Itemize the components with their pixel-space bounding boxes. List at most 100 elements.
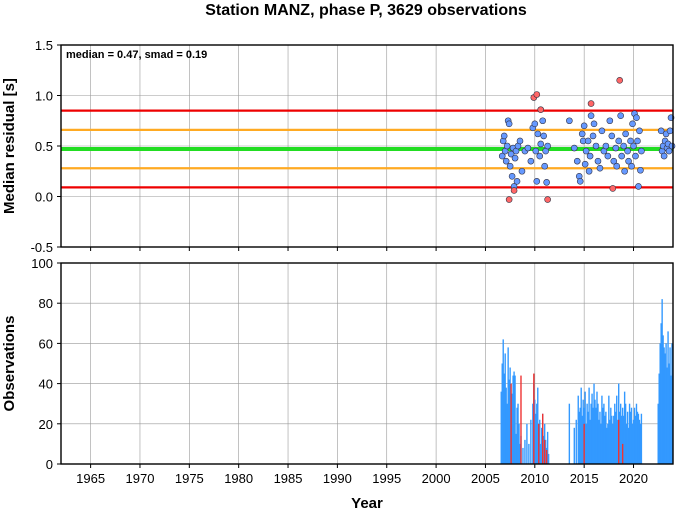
x-tick-label: 1970 <box>126 471 155 486</box>
data-point <box>622 130 629 138</box>
data-point <box>657 127 665 135</box>
data-point <box>573 157 581 165</box>
data-point <box>543 179 550 186</box>
data-point <box>500 132 508 140</box>
data-point <box>566 117 573 125</box>
y-tick-label: -0.5 <box>31 240 53 255</box>
data-point <box>586 152 594 160</box>
data-point <box>624 147 631 155</box>
y-axis-title: Median residual [s] <box>1 78 18 214</box>
data-point <box>537 106 545 113</box>
x-tick-label: 2005 <box>471 471 500 486</box>
data-point <box>533 178 541 185</box>
data-point <box>608 132 616 140</box>
data-point <box>570 144 578 152</box>
x-tick-label: 2000 <box>422 471 451 486</box>
data-point <box>609 185 617 192</box>
data-point <box>613 162 621 170</box>
data-point <box>617 112 624 119</box>
data-point <box>587 112 595 119</box>
data-point <box>625 157 632 165</box>
x-axis-title: Year <box>351 495 383 511</box>
y-tick-label: 0 <box>46 457 53 472</box>
stats-annotation: median = 0.47, smad = 0.19 <box>66 49 207 61</box>
x-tick-label: 2010 <box>520 471 549 486</box>
data-point <box>633 114 640 122</box>
y-tick-label: 40 <box>39 377 53 392</box>
data-point <box>503 142 511 150</box>
data-point <box>502 157 510 165</box>
data-point <box>581 160 589 168</box>
data-point <box>537 140 545 148</box>
data-point <box>627 137 634 145</box>
data-point <box>594 157 602 165</box>
data-point <box>539 117 547 125</box>
data-point <box>638 147 645 155</box>
data-point <box>615 137 623 145</box>
data-point <box>628 162 635 170</box>
data-point <box>533 91 541 98</box>
data-point <box>585 167 593 175</box>
data-point <box>532 147 540 155</box>
data-point <box>580 122 588 130</box>
data-point <box>596 164 604 172</box>
x-tick-label: 1965 <box>76 471 105 486</box>
data-point <box>505 120 513 128</box>
data-point <box>540 132 547 140</box>
data-point <box>616 77 623 84</box>
x-tick-label: 1995 <box>372 471 401 486</box>
data-point <box>541 162 548 170</box>
y-tick-label: 1.5 <box>35 38 53 53</box>
data-point <box>506 162 514 170</box>
y-tick-label: 20 <box>39 417 53 432</box>
data-point <box>634 137 641 145</box>
x-tick-label: 1985 <box>274 471 303 486</box>
y-tick-label: 0.5 <box>35 139 53 154</box>
data-point <box>635 183 642 190</box>
data-point <box>612 144 620 152</box>
data-point <box>578 130 586 138</box>
x-tick-label: 2015 <box>570 471 599 486</box>
data-point <box>602 142 610 150</box>
data-point <box>527 157 535 165</box>
data-point <box>660 152 668 160</box>
bottom-panel-frame <box>60 262 674 465</box>
y-axis-title: Observations <box>1 316 18 412</box>
x-tick-label: 1980 <box>224 471 253 486</box>
data-point <box>589 132 597 140</box>
data-point <box>513 178 521 185</box>
y-tick-label: 0.0 <box>35 190 53 205</box>
data-point <box>598 127 606 135</box>
y-tick-label: 60 <box>39 336 53 351</box>
data-point <box>576 178 584 185</box>
data-point <box>508 173 516 180</box>
data-point <box>629 120 636 128</box>
data-point <box>582 147 590 155</box>
data-point <box>590 120 598 128</box>
data-point <box>620 142 627 150</box>
y-tick-label: 80 <box>39 296 53 311</box>
data-point <box>524 144 532 152</box>
data-point <box>604 152 612 160</box>
data-point <box>668 142 676 150</box>
data-point <box>544 142 551 150</box>
data-point <box>621 167 628 175</box>
data-point <box>637 166 644 174</box>
data-point <box>606 117 614 125</box>
data-point <box>665 147 673 155</box>
data-point <box>510 187 518 194</box>
x-tick-label: 1990 <box>323 471 352 486</box>
data-point <box>505 196 513 203</box>
data-point <box>544 196 551 203</box>
data-point <box>536 152 544 160</box>
data-point <box>584 137 592 145</box>
data-point <box>507 150 515 158</box>
data-point <box>498 152 506 160</box>
data-point <box>534 130 542 138</box>
x-tick-label: 1975 <box>175 471 204 486</box>
data-point <box>618 152 625 160</box>
y-tick-label: 1.0 <box>35 89 53 104</box>
data-point <box>518 167 526 175</box>
